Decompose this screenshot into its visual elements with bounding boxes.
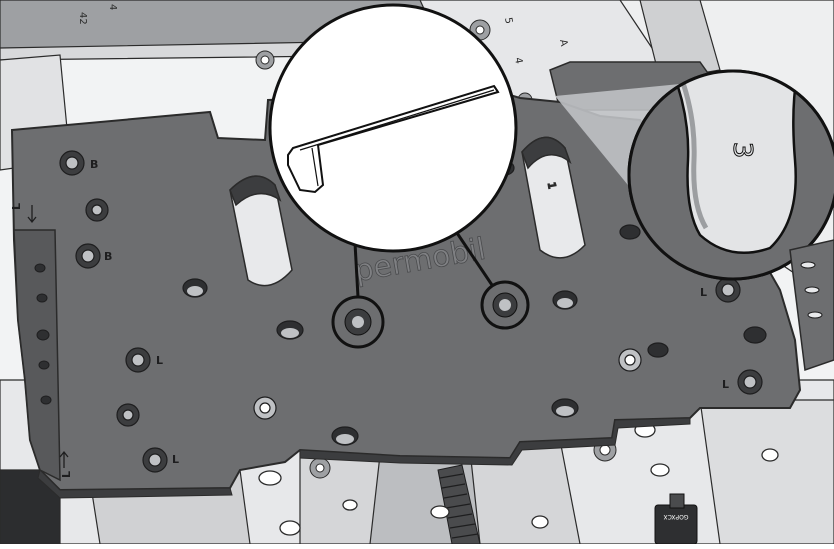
cable-connector: GOPXCX <box>654 493 698 545</box>
svg-text:4: 4 <box>107 4 118 10</box>
svg-text:1: 1 <box>545 182 557 190</box>
bolt-b-mid <box>75 243 101 269</box>
svg-text:A: A <box>557 39 569 48</box>
bolt-b-top <box>59 150 85 176</box>
bolt-left-2 <box>85 198 109 222</box>
bolt-right-mid <box>618 348 642 372</box>
bolt-center-low <box>253 396 277 420</box>
bolt-l-3 <box>715 277 741 303</box>
marker-l-4: L <box>722 378 729 391</box>
direction-arrows <box>27 205 69 468</box>
callout-number: 3 <box>727 142 757 159</box>
marker-arrow-bottom: L <box>60 471 73 478</box>
magnifier-beam <box>555 84 680 190</box>
plate-slots: 1 <box>229 136 586 287</box>
hex-key-callout <box>268 3 518 253</box>
marker-l-3: L <box>700 286 707 299</box>
plate-bolts <box>59 150 763 473</box>
target-bolt-right <box>480 280 530 330</box>
svg-text:4: 4 <box>512 57 524 65</box>
bolt-l-4 <box>737 369 763 395</box>
leader-lines <box>353 229 494 298</box>
bolt-left-4 <box>116 403 140 427</box>
marker-l-1: L <box>156 354 163 367</box>
bolt-l-2 <box>142 447 168 473</box>
connector-label: GOPXCX <box>664 513 689 520</box>
marker-l-2: L <box>172 453 179 466</box>
hex-key-icon <box>287 84 500 194</box>
target-bolts <box>331 280 530 349</box>
svg-text:42: 42 <box>77 12 88 25</box>
marker-arrow-top: L <box>10 203 23 210</box>
right-rail <box>789 239 834 372</box>
seat-plate <box>10 90 802 499</box>
magnified-callout: 3 <box>555 69 834 281</box>
svg-text:5: 5 <box>502 17 514 25</box>
frame-holes <box>258 422 779 536</box>
bolt-l-1 <box>125 347 151 373</box>
marker-b-mid: B <box>104 250 112 263</box>
marker-b-top: B <box>90 158 98 171</box>
plate-markers: B B L L L L L L <box>10 158 729 478</box>
